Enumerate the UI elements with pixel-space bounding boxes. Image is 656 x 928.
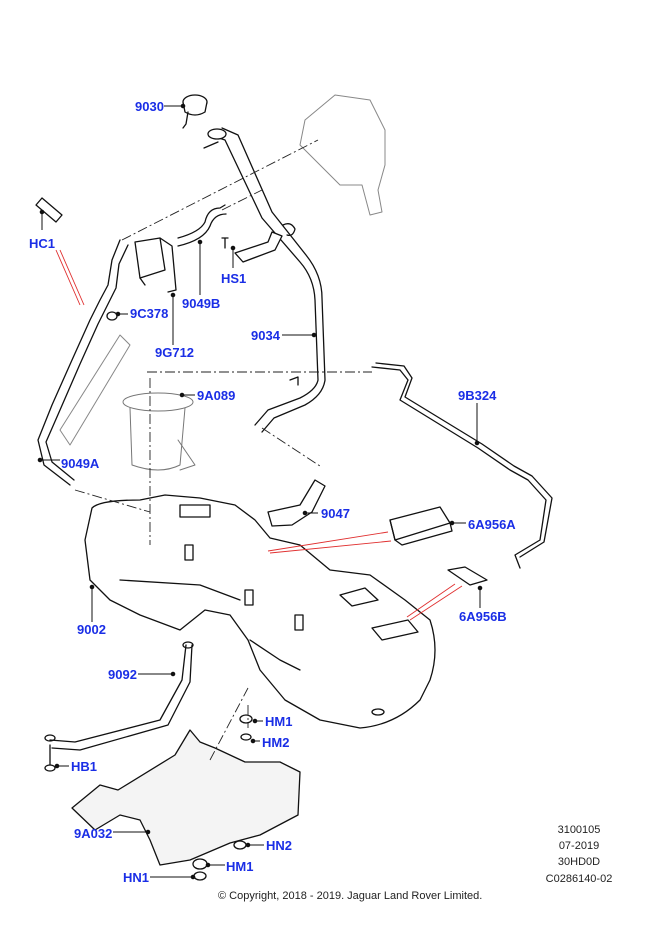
part-label-hb1: HB1 <box>71 759 98 774</box>
diagram-reference: C0286140-02 <box>545 873 613 885</box>
part-label-9030: 9030 <box>135 99 164 114</box>
fuel-pump-part <box>122 392 196 471</box>
filler-cap-part <box>182 94 208 129</box>
assembly-guide-lines <box>74 139 372 761</box>
part-label-hm2: HM2 <box>262 735 290 750</box>
part-label-9a032: 9A032 <box>74 826 113 841</box>
filler-neck-pipe <box>203 127 326 433</box>
diagram-code: 30HD0D <box>557 856 601 868</box>
heat-shield-part <box>71 729 301 866</box>
part-label-9092: 9092 <box>108 667 137 682</box>
canister-part <box>134 237 177 293</box>
part-label-9049b: 9049B <box>182 296 221 311</box>
part-label-9g712: 9G712 <box>155 345 195 360</box>
part-label-hm1-upper: HM1 <box>265 714 293 729</box>
part-label-9049a: 9049A <box>61 456 100 471</box>
part-label-9a089: 9A089 <box>197 388 236 403</box>
part-label-9047: 9047 <box>321 506 350 521</box>
part-label-6a956b: 6A956B <box>459 609 507 624</box>
part-label-hc1: HC1 <box>29 236 56 251</box>
part-label-hs1: HS1 <box>221 271 247 286</box>
part-label-hn2: HN2 <box>266 838 293 853</box>
part-label-9034: 9034 <box>251 328 280 343</box>
callout-lines <box>55 249 463 621</box>
diagram-number: 3100105 <box>557 824 601 836</box>
diagram-date: 07-2019 <box>558 840 600 852</box>
copyright-notice: © Copyright, 2018 - 2019. Jaguar Land Ro… <box>218 890 483 902</box>
fuel-tank-part <box>84 494 436 729</box>
leader-lines <box>37 103 483 880</box>
part-label-9b324: 9B324 <box>458 388 497 403</box>
part-label-9002: 9002 <box>77 622 106 637</box>
evap-module-part <box>299 94 386 216</box>
part-label-9c378: 9C378 <box>130 306 169 321</box>
part-label-hn1: HN1 <box>123 870 150 885</box>
part-label-6a956a: 6A956A <box>468 517 516 532</box>
part-label-hm1-lower: HM1 <box>226 859 254 874</box>
